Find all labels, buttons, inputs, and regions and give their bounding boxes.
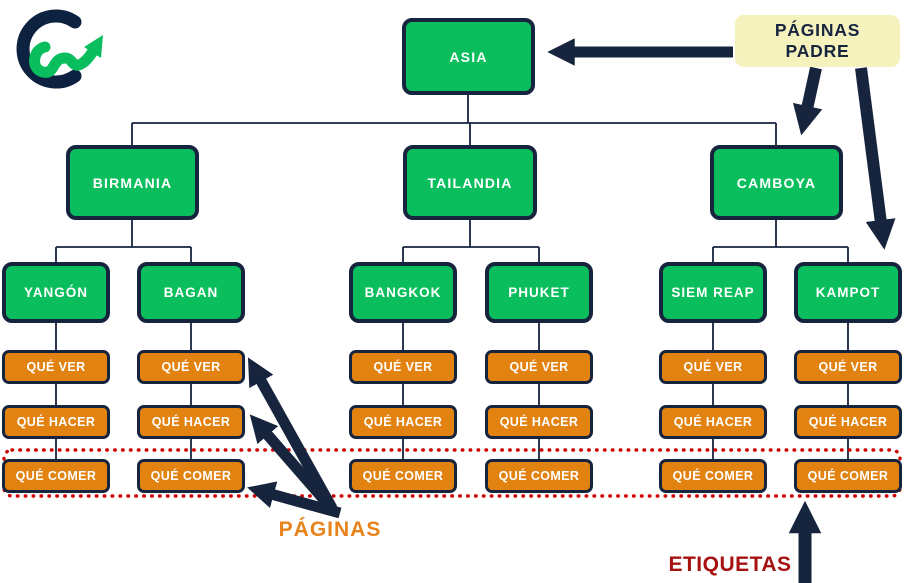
node-bagan-label: BAGAN: [163, 285, 219, 300]
brand-logo: [14, 6, 108, 90]
page-label: QUÉ VER: [161, 360, 221, 374]
pages-annotation-label: PÁGINAS: [278, 518, 382, 541]
node-kampot-label: KAMPOT: [815, 285, 881, 300]
logo-growth-curve: [29, 41, 102, 78]
page-que-comer-bagan: QUÉ COMER: [137, 459, 245, 493]
node-yangon-label: YANGÓN: [23, 285, 88, 300]
logo-c-ring: [16, 9, 82, 89]
node-siem-reap-label: SIEM REAP: [671, 285, 755, 300]
node-phuket: PHUKET: [485, 262, 593, 323]
arrow-pages-to-que-ver: [247, 357, 337, 511]
page-que-hacer-bagan: QUÉ HACER: [137, 405, 245, 439]
node-birmania-label: BIRMANIA: [92, 174, 173, 191]
annotation-arrows: [247, 38, 896, 583]
node-asia-label: ASIA: [449, 48, 488, 65]
node-camboya-label: CAMBOYA: [736, 174, 817, 191]
page-que-ver-phuket: QUÉ VER: [485, 350, 593, 384]
arrow-parent-to-kampot: [855, 67, 896, 250]
page-label: QUÉ VER: [26, 360, 86, 374]
page-label: QUÉ VER: [683, 360, 743, 374]
logo-arrowhead: [84, 35, 103, 58]
node-bagan: BAGAN: [137, 262, 245, 323]
brand-logo-icon: [16, 9, 103, 89]
node-phuket-label: PHUKET: [508, 285, 570, 300]
page-label: QUÉ COMER: [498, 469, 580, 483]
page-que-hacer-yangon: QUÉ HACER: [2, 405, 110, 439]
node-tailandia: TAILANDIA: [403, 145, 537, 220]
node-asia: ASIA: [402, 18, 535, 95]
tree-connectors: [55, 95, 849, 459]
page-label: QUÉ COMER: [672, 469, 754, 483]
page-que-ver-bagan: QUÉ VER: [137, 350, 245, 384]
node-tailandia-label: TAILANDIA: [427, 174, 513, 191]
page-que-hacer-kampot: QUÉ HACER: [794, 405, 902, 439]
parent-pages-callout-label: PÁGINAS PADRE: [774, 20, 861, 61]
arrow-pages-to-que-hacer: [249, 414, 338, 514]
page-label: QUÉ HACER: [808, 415, 888, 429]
page-label: QUÉ COMER: [15, 469, 97, 483]
page-que-hacer-siem-reap: QUÉ HACER: [659, 405, 767, 439]
node-siem-reap: SIEM REAP: [659, 262, 767, 323]
arrow-pages-to-que-comer: [247, 481, 342, 519]
node-kampot: KAMPOT: [794, 262, 902, 323]
arrow-parent-to-camboya: [792, 66, 823, 136]
tags-annotation: ETIQUETAS: [660, 553, 800, 577]
node-camboya: CAMBOYA: [710, 145, 843, 220]
node-bangkok-label: BANGKOK: [364, 285, 442, 300]
page-label: QUÉ COMER: [150, 469, 232, 483]
page-que-comer-bangkok: QUÉ COMER: [349, 459, 457, 493]
node-birmania: BIRMANIA: [66, 145, 199, 220]
page-que-ver-siem-reap: QUÉ VER: [659, 350, 767, 384]
page-que-comer-yangon: QUÉ COMER: [2, 459, 110, 493]
page-que-hacer-bangkok: QUÉ HACER: [349, 405, 457, 439]
page-label: QUÉ VER: [818, 360, 878, 374]
page-que-hacer-phuket: QUÉ HACER: [485, 405, 593, 439]
page-que-comer-siem-reap: QUÉ COMER: [659, 459, 767, 493]
page-label: QUÉ HACER: [499, 415, 579, 429]
page-label: QUÉ HACER: [673, 415, 753, 429]
page-label: QUÉ VER: [509, 360, 569, 374]
tags-annotation-label: ETIQUETAS: [668, 553, 792, 576]
parent-pages-callout: PÁGINAS PADRE: [735, 15, 900, 67]
page-label: QUÉ HACER: [151, 415, 231, 429]
page-que-comer-phuket: QUÉ COMER: [485, 459, 593, 493]
page-label: QUÉ COMER: [807, 469, 889, 483]
page-label: QUÉ HACER: [16, 415, 96, 429]
page-label: QUÉ HACER: [363, 415, 443, 429]
node-bangkok: BANGKOK: [349, 262, 457, 323]
page-que-comer-kampot: QUÉ COMER: [794, 459, 902, 493]
page-label: QUÉ COMER: [362, 469, 444, 483]
page-que-ver-yangon: QUÉ VER: [2, 350, 110, 384]
node-yangon: YANGÓN: [2, 262, 110, 323]
page-que-ver-bangkok: QUÉ VER: [349, 350, 457, 384]
page-que-ver-kampot: QUÉ VER: [794, 350, 902, 384]
pages-annotation: PÁGINAS: [250, 518, 410, 542]
page-label: QUÉ VER: [373, 360, 433, 374]
